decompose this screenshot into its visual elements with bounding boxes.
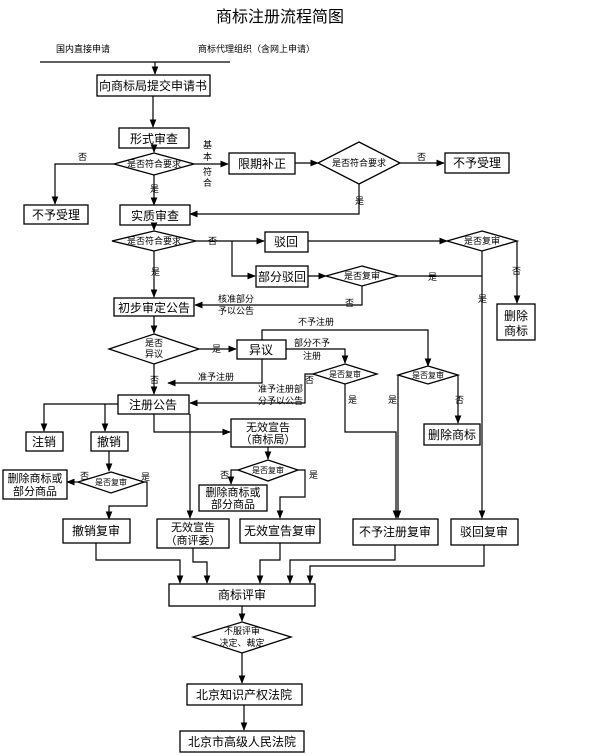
- no-label-review-6: 否: [220, 470, 229, 481]
- review-check-4-label: 是否复审: [412, 370, 444, 380]
- partial-rejection-label: 部分驳回: [258, 269, 306, 284]
- substantive-review-label: 实质审查: [131, 208, 179, 223]
- cancellation-label: 注销: [32, 434, 56, 449]
- invalidation-board-line-1: 无效宣告: [171, 520, 215, 534]
- invalidation-review-label: 无效宣告复审: [244, 523, 316, 538]
- opposition-label: 异议: [249, 343, 273, 357]
- no-label-review-4: 否: [455, 395, 464, 406]
- delete-partial-2-box: [198, 484, 268, 512]
- not-register-label: 不予注册: [298, 316, 334, 328]
- rejection-review-label: 驳回复审: [460, 524, 508, 539]
- ip-court-label: 北京知识产权法院: [196, 688, 292, 702]
- disagree-check-line-2: 决定、裁定: [219, 637, 264, 649]
- invalidation-bureau-line-2: （商标局）: [241, 432, 296, 446]
- invalidation-board-box: [156, 518, 230, 549]
- no-label-review-3: 否: [305, 375, 314, 386]
- header-agency-application: 商标代理组织（含网上申请）: [198, 43, 315, 55]
- review-check-3-label: 是否复审: [329, 369, 361, 379]
- registration-announcement-label: 注册公告: [129, 397, 177, 412]
- opposition-check-line-2: 异议: [145, 349, 163, 360]
- delete-partial-1-line-1: 删除商标或: [8, 471, 63, 485]
- no-label-review-5: 否: [80, 471, 89, 482]
- delete-mark-2-label: 删除商标: [428, 427, 476, 442]
- basic-conform-4: 合: [203, 177, 212, 189]
- opposition-check-line-1: 是否: [145, 338, 163, 349]
- rejection-box: [264, 231, 309, 253]
- trab-label: 商标评审: [218, 587, 266, 602]
- rejection-label: 驳回: [274, 235, 298, 249]
- nonregistration-review-label: 不予注册复审: [359, 524, 431, 539]
- delete-partial-2-line-2: 部分商品: [211, 497, 255, 511]
- yes-label-opposition: 是: [212, 344, 221, 355]
- diagram-title: 商标注册流程简图: [216, 7, 344, 26]
- revocation-review-label: 撤销复审: [72, 523, 120, 538]
- yes-label-review-5: 是: [141, 472, 150, 483]
- limited-correction-label: 限期补正: [238, 157, 286, 171]
- approve-register-label: 准予注册: [198, 371, 234, 383]
- yes-label-formal: 是: [150, 184, 159, 195]
- no-label-correction: 否: [417, 152, 426, 163]
- invalidation-bureau-line-1: 无效宣告: [246, 420, 290, 434]
- rejection-review-box: [450, 518, 519, 546]
- no-label-review-1: 否: [512, 266, 521, 277]
- partial-not-1: 部分不予: [294, 337, 330, 349]
- partial-not-2: 注册: [303, 350, 321, 362]
- delete-mark-1-line-2: 商标: [504, 323, 528, 338]
- review-check-5-label: 是否复审: [95, 477, 127, 487]
- delete-partial-2-line-1: 删除商标或: [206, 485, 261, 499]
- revocation-label: 撤销: [97, 434, 121, 449]
- yes-label-review-1: 是: [478, 294, 487, 305]
- no-label-opposition: 否: [150, 375, 159, 386]
- formal-review-label: 形式审查: [130, 131, 178, 146]
- approve-partial-2: 分予以公告: [258, 395, 303, 407]
- reject-right-box: [444, 152, 510, 174]
- review-check-1-label: 是否复审: [464, 235, 500, 247]
- formal-check-label: 是否符合要求: [127, 158, 181, 170]
- review-check-5-diamond: [75, 471, 147, 494]
- basic-conform-2: 本: [203, 151, 212, 163]
- basic-conform-1: 基: [203, 139, 212, 151]
- yes-label-review-2: 是: [428, 272, 437, 283]
- approved-partial-2: 予以公告: [218, 305, 254, 317]
- reject-right-label: 不予受理: [453, 156, 501, 170]
- review-check-6-diamond: [236, 459, 300, 482]
- yes-label-correction: 是: [355, 196, 364, 207]
- invalidation-bureau-box: [230, 418, 306, 448]
- delete-mark-1-box: [496, 303, 536, 341]
- no-label-substantive: 否: [208, 236, 217, 247]
- review-check-6-label: 是否复审: [252, 465, 284, 475]
- no-label-review-2: 否: [345, 298, 354, 309]
- invalidation-board-line-2: （商评委）: [166, 533, 221, 547]
- cancellation-box: [25, 431, 64, 452]
- invalidation-review-box: [239, 518, 321, 544]
- high-court-label: 北京市高级人民法院: [188, 734, 296, 749]
- reject-left-box: [23, 204, 89, 225]
- substantive-check-label: 是否符合要求: [127, 235, 181, 247]
- approve-partial-1: 准予注册部: [258, 383, 303, 395]
- approved-partial-1: 核准部分: [218, 293, 254, 305]
- yes-label-review-4: 是: [388, 395, 397, 406]
- yes-label-review-3: 是: [348, 395, 357, 406]
- preliminary-announcement-label: 初步审定公告: [118, 300, 190, 315]
- header-direct-application: 国内直接申请: [56, 43, 110, 55]
- review-check-4-diamond: [395, 365, 461, 385]
- yes-label-review-6: 是: [309, 470, 318, 481]
- review-check-2-label: 是否复审: [344, 270, 380, 282]
- no-label-formal: 否: [78, 152, 87, 163]
- yes-label-substantive: 是: [151, 267, 160, 278]
- high-court-box: [179, 730, 305, 753]
- correction-check-label: 是否符合要求: [332, 157, 386, 169]
- delete-mark-2-box: [423, 423, 481, 446]
- basic-conform-3: 符: [203, 166, 212, 178]
- delete-partial-1-line-2: 部分商品: [13, 484, 57, 498]
- delete-mark-1-line-1: 删除: [504, 308, 528, 323]
- submit-application-label: 向商标局提交申请书: [99, 78, 207, 93]
- delete-partial-1-box: [2, 469, 68, 500]
- reject-left-label: 不予受理: [32, 208, 80, 222]
- disagree-check-line-1: 不服评审: [224, 625, 260, 637]
- nonregistration-review-box: [352, 518, 439, 546]
